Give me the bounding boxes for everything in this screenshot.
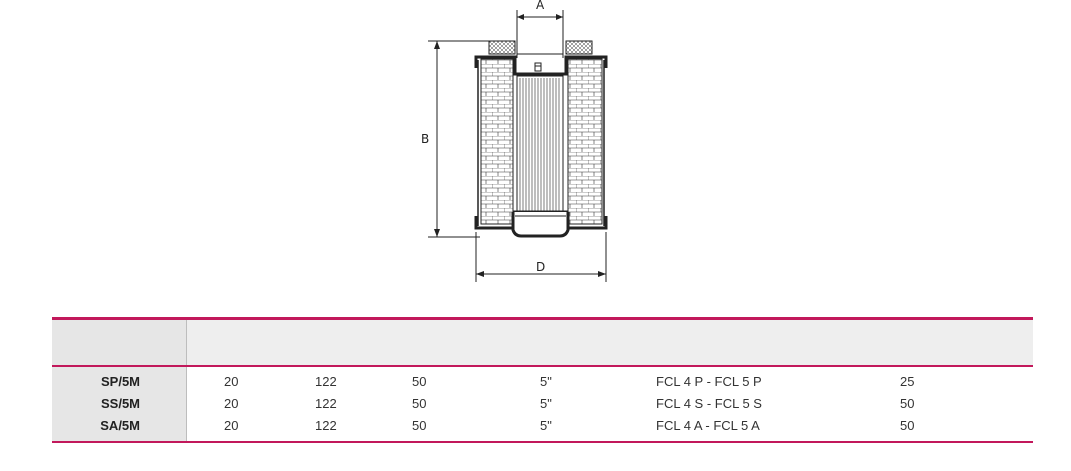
row-cell: 50: [412, 396, 427, 411]
row-cell: 20: [224, 374, 239, 389]
row-cell: 5": [540, 396, 552, 411]
row-code: SA/5M: [100, 418, 140, 433]
table-row: SS/5M 20 122 50 5" FCL 4 S - FCL 5 S 50: [52, 393, 1033, 415]
dimension-a: [516, 10, 564, 58]
row-cell: 50: [412, 418, 427, 433]
table-code-column: [52, 320, 187, 441]
row-cell: 50: [412, 374, 427, 389]
row-cell: 122: [315, 418, 337, 433]
dimension-b: [428, 40, 490, 238]
row-cell: FCL 4 A - FCL 5 A: [656, 418, 760, 433]
table-row: SA/5M 20 122 50 5" FCL 4 A - FCL 5 A 50: [52, 415, 1033, 437]
row-cell: 122: [315, 396, 337, 411]
filter-cartridge-drawing: A B D: [421, 0, 608, 282]
row-cell: 5": [540, 418, 552, 433]
table-row: SP/5M 20 122 50 5" FCL 4 P - FCL 5 P 25: [52, 371, 1033, 393]
row-code: SP/5M: [100, 374, 140, 389]
table-header-rule: [52, 365, 1033, 367]
row-cell: 5": [540, 374, 552, 389]
table-bottom-rule: [52, 441, 1033, 443]
row-cell: 20: [224, 418, 239, 433]
spec-table: SP/5M 20 122 50 5" FCL 4 P - FCL 5 P 25 …: [52, 317, 1033, 445]
table-header-band: [52, 320, 1033, 365]
row-cell: FCL 4 S - FCL 5 S: [656, 396, 762, 411]
row-cell: 50: [900, 418, 915, 433]
table-top-rule: [52, 317, 1033, 320]
dimension-b-label: B: [421, 132, 429, 146]
row-cell: FCL 4 P - FCL 5 P: [656, 374, 762, 389]
dimension-d: [475, 232, 607, 282]
row-code: SS/5M: [100, 396, 140, 411]
cartridge-body: [474, 40, 608, 238]
row-cell: 20: [224, 396, 239, 411]
dimension-d-label: D: [536, 260, 545, 274]
row-cell: 25: [900, 374, 915, 389]
row-cell: 122: [315, 374, 337, 389]
dimension-a-label: A: [536, 0, 545, 12]
row-cell: 50: [900, 396, 915, 411]
